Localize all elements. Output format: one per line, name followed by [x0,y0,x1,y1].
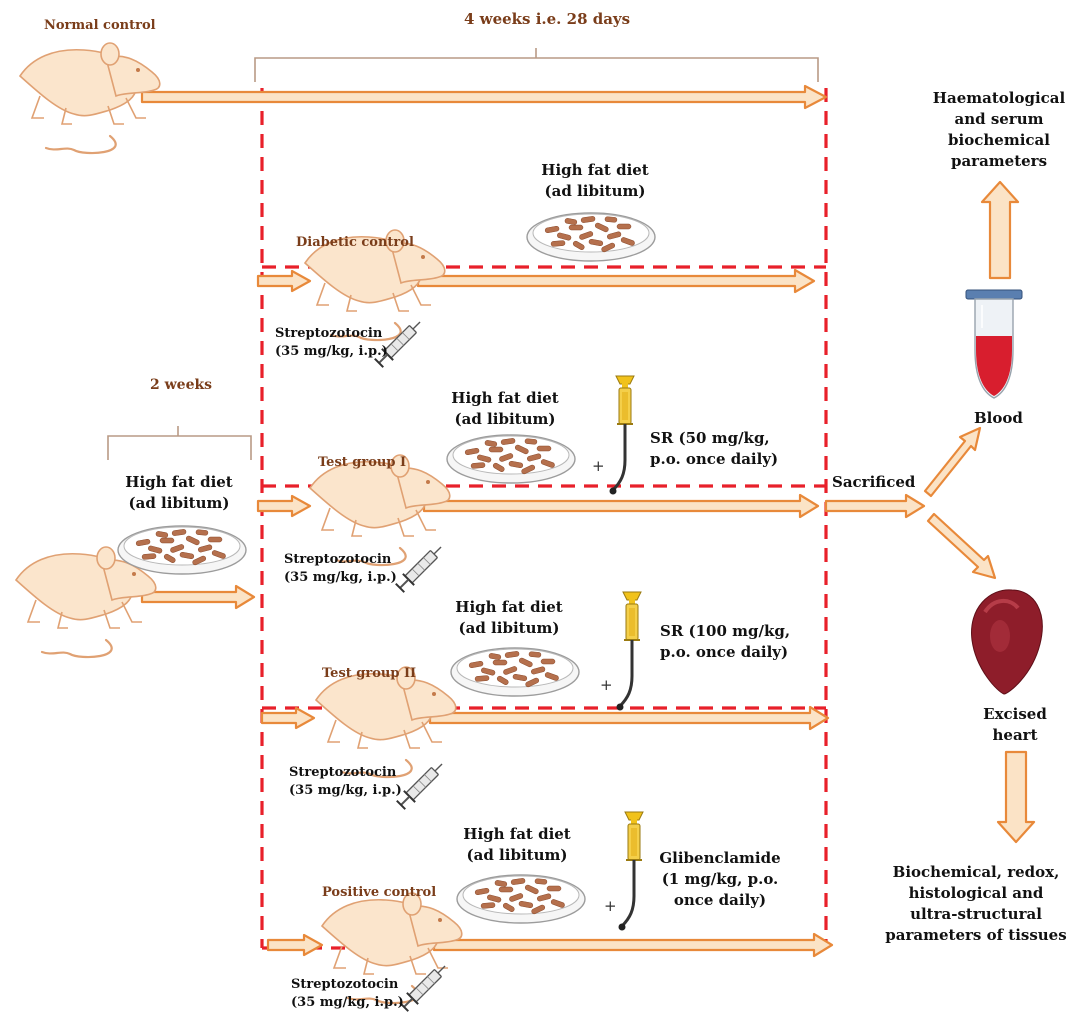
duration-brace-4-weeks [254,48,819,82]
period-label-2-weeks: 2 weeks [150,377,213,393]
treatment-line-2: (1 mg/kg, p.o. [661,870,779,888]
period-label-4-weeks: 4 weeks i.e. 28 days [464,10,631,28]
diet-label-diabetic: High fat diet (ad libitum) [530,160,660,202]
test2-entry-arrow [260,706,316,730]
output-line-1: Biochemical, redox, [892,863,1060,881]
excised-heart-label: Excised heart [960,704,1070,746]
heart-output-label: Biochemical, redox, histological and ultra… [876,862,1076,946]
output-line-2: histological and [908,884,1044,902]
diet-label-positive: High fat diet (ad libitum) [452,824,582,866]
diet-line-2: (ad libitum) [544,182,646,200]
output-line-4: parameters of tissues [885,926,1067,944]
treatment-label-sr-100: SR (100 mg/kg, p.o. once daily) [660,621,790,663]
treatment-line-1: SR (100 mg/kg, [660,622,791,640]
output-line-3: ultra-structural [910,905,1042,923]
positive-control-arrow [432,932,834,958]
heart-line-2: heart [992,726,1038,744]
treatment-line-1: SR (50 mg/kg, [650,429,770,447]
plus-sign: + [604,897,617,915]
diet-line-1: High fat diet [455,598,563,616]
stz-label-positive: Streptozotocin (35 mg/kg, i.p.) [291,976,404,1012]
test2-arrow [428,705,830,731]
diet-line-2: (ad libitum) [128,494,230,512]
stz-line-2: (35 mg/kg, i.p.) [275,344,388,359]
test1-arrow [422,493,820,519]
stz-label-test2: Streptozotocin (35 mg/kg, i.p.) [289,764,402,800]
plus-sign: + [600,676,613,694]
sacrificed-label: Sacrificed [832,473,916,491]
diet-line-1: High fat diet [451,389,559,407]
diabetic-control-arrow [416,268,816,294]
treatment-line-1: Glibenclamide [659,849,781,867]
group-label-test-group-2: Test group II [322,666,417,681]
high-fat-diet-dish-diabetic [526,212,656,262]
diet-line-2: (ad libitum) [458,619,560,637]
diet-label-test1: High fat diet (ad libitum) [440,388,570,430]
diet-line-1: High fat diet [125,473,233,491]
positive-entry-arrow [266,933,324,957]
oral-gavage-icon [617,810,645,932]
stz-line-2: (35 mg/kg, i.p.) [284,570,397,585]
output-line-2: and serum [954,110,1044,128]
heart-down-arrow [996,750,1036,844]
output-line-4: parameters [950,152,1048,170]
diet-label-induction: High fat diet (ad libitum) [114,472,244,514]
diet-line-2: (ad libitum) [466,846,568,864]
stz-line-1: Streptozotocin [284,552,392,567]
treatment-line-2: p.o. once daily) [660,643,789,661]
high-fat-diet-dish-induction [117,525,247,575]
duration-brace-2-weeks [107,426,252,460]
heart-line-1: Excised [983,705,1047,723]
group-label-test-group-1: Test group I [318,455,407,470]
stz-line-1: Streptozotocin [289,765,397,780]
diet-line-1: High fat diet [463,825,571,843]
stz-line-2: (35 mg/kg, i.p.) [289,783,402,798]
syringe-icon [397,959,452,1014]
diet-line-1: High fat diet [541,161,649,179]
diet-label-test2: High fat diet (ad libitum) [444,597,574,639]
output-line-1: Haematological [932,89,1066,107]
blood-up-arrow [980,180,1020,280]
blood-label: Blood [974,409,1023,427]
oral-gavage-icon [615,590,643,712]
treatment-label-glibenclamide: Glibenclamide (1 mg/kg, p.o. once daily) [652,848,788,911]
high-fat-diet-dish-positive [456,874,586,924]
treatment-line-3: once daily) [673,891,767,909]
treatment-label-sr-50: SR (50 mg/kg, p.o. once daily) [650,428,778,470]
sacrificed-arrow [824,493,926,519]
plus-sign: + [592,457,605,475]
stz-line-1: Streptozotocin [291,977,399,992]
induction-arrow [140,584,256,610]
syringe-icon [394,757,449,812]
oral-gavage-icon [608,374,636,496]
diabetic-entry-arrow [256,269,312,293]
high-fat-diet-dish-test1 [446,434,576,484]
group-label-normal-control: Normal control [44,18,156,33]
high-fat-diet-dish-test2 [450,647,580,697]
blood-tube-icon [965,289,1023,399]
stz-line-2: (35 mg/kg, i.p.) [291,995,404,1010]
test1-entry-arrow [256,494,312,518]
group-label-positive-control: Positive control [322,885,437,900]
output-line-3: biochemical [948,131,1050,149]
to-blood-arrow [923,426,982,498]
stz-label-diabetic: Streptozotocin (35 mg/kg, i.p.) [275,325,388,361]
rat-normal-control [18,41,161,155]
to-heart-arrow [926,512,997,580]
stz-label-test1: Streptozotocin (35 mg/kg, i.p.) [284,551,397,587]
diet-line-2: (ad libitum) [454,410,556,428]
blood-output-label: Haematological and serum biochemical parame… [924,88,1074,172]
excised-heart-icon [971,589,1043,695]
group-label-diabetic-control: Diabetic control [296,235,414,250]
treatment-line-2: p.o. once daily) [650,450,779,468]
normal-control-arrow [140,84,828,110]
stz-line-1: Streptozotocin [275,326,383,341]
